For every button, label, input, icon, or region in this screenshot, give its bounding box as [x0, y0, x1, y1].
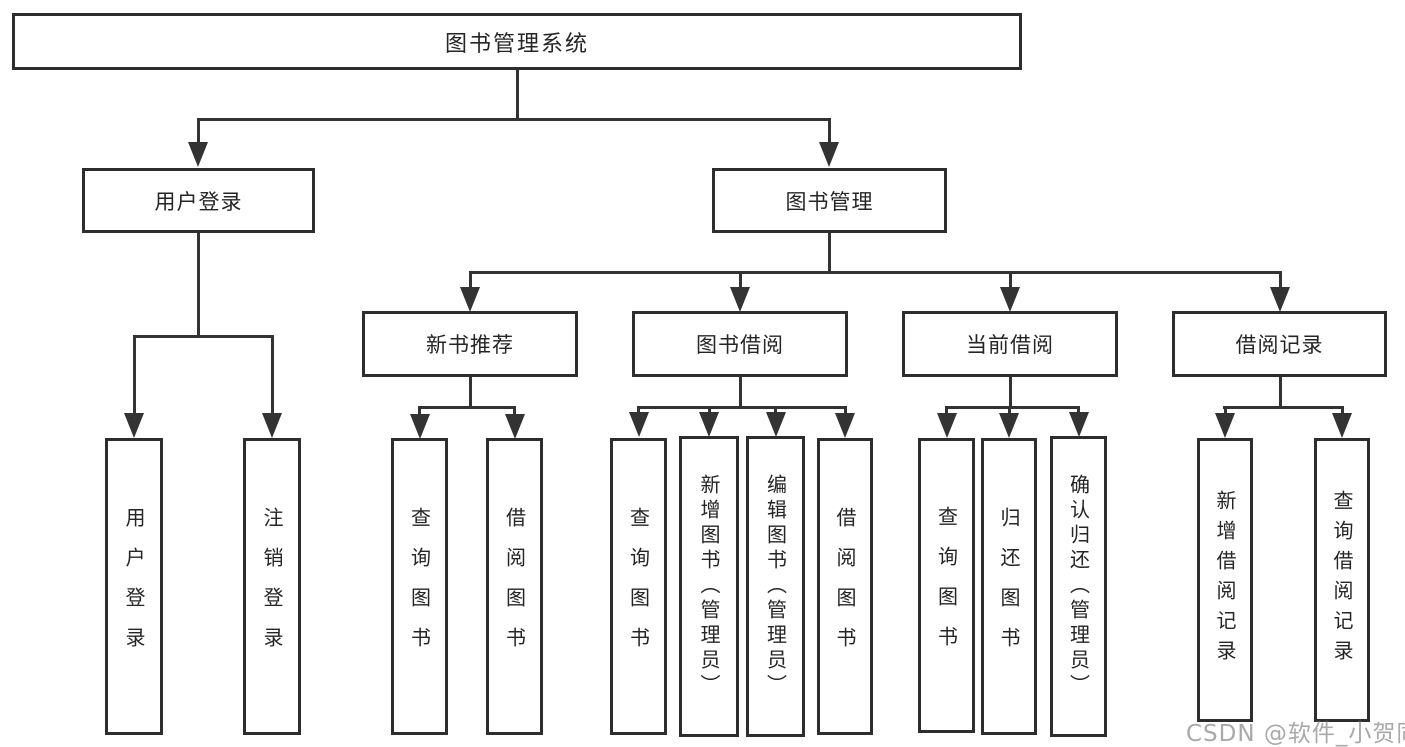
leaf-query-books-1: 查询图书	[391, 438, 448, 735]
arrow-down-icon	[188, 142, 208, 167]
arrow-down-icon	[1000, 287, 1020, 312]
leaf-query-borrow-record-label: 查询借阅记录	[1330, 490, 1354, 670]
leaf-user-login: 用户登录	[105, 438, 163, 735]
node-root-label: 图书管理系统	[444, 31, 589, 57]
leaf-query-books-3: 查询图书	[918, 438, 975, 733]
leaf-add-borrow-record: 新增借阅记录	[1197, 438, 1253, 722]
node-root: 图书管理系统	[12, 13, 1022, 70]
node-new-book-recommend-label: 新书推荐	[426, 333, 514, 357]
arrow-down-icon	[124, 413, 144, 438]
arrow-down-icon	[937, 413, 957, 438]
arrow-down-icon	[1215, 413, 1235, 438]
arrow-down-icon	[1332, 413, 1352, 438]
arrow-down-icon	[766, 412, 786, 437]
leaf-borrow-books-2: 借阅图书	[817, 438, 873, 735]
connector-line	[516, 70, 519, 120]
leaf-query-books-1-label: 查询图书	[407, 506, 432, 667]
node-book-management: 图书管理	[712, 168, 947, 233]
connector-line	[1279, 377, 1282, 408]
node-borrow-records: 借阅记录	[1172, 311, 1387, 377]
arrow-down-icon	[1069, 412, 1089, 437]
connector-line	[1224, 406, 1227, 418]
leaf-add-borrow-record-label: 新增借阅记录	[1213, 490, 1237, 670]
arrow-down-icon	[410, 414, 430, 439]
node-book-borrow: 图书借阅	[632, 311, 848, 377]
node-user-login-label: 用户登录	[154, 189, 243, 214]
connector-line	[1223, 406, 1344, 409]
node-borrow-records-label: 借阅记录	[1235, 333, 1324, 357]
node-book-management-label: 图书管理	[785, 189, 874, 214]
node-user-login: 用户登录	[82, 168, 315, 233]
leaf-borrow-books-1: 借阅图书	[486, 438, 543, 735]
connector-line	[469, 271, 472, 291]
connector-line	[197, 118, 831, 121]
leaf-logout: 注销登录	[243, 438, 301, 735]
leaf-logout-label: 注销登录	[260, 506, 284, 667]
arrow-down-icon	[999, 413, 1019, 438]
arrow-down-icon	[819, 142, 839, 167]
connector-line	[1009, 377, 1012, 408]
arrow-down-icon	[262, 413, 282, 438]
leaf-edit-book-admin: 编辑图书（管理员）	[746, 436, 805, 737]
node-new-book-recommend: 新书推荐	[362, 311, 578, 377]
arrow-down-icon	[505, 414, 525, 439]
connector-line	[945, 406, 1080, 409]
leaf-return-book-label: 归还图书	[997, 506, 1021, 667]
leaf-edit-book-admin-label: 编辑图书（管理员）	[763, 474, 788, 699]
connector-line	[1279, 271, 1282, 291]
leaf-query-books-2: 查询图书	[610, 438, 667, 735]
leaf-query-books-2-label: 查询图书	[626, 506, 651, 667]
connector-line	[828, 233, 831, 273]
connector-line	[637, 406, 847, 409]
csdn-watermark: CSDN @软件_小贺同学	[1186, 721, 1405, 747]
arrow-down-icon	[1270, 287, 1290, 312]
leaf-query-borrow-record: 查询借阅记录	[1314, 438, 1370, 722]
arrow-down-icon	[629, 412, 649, 437]
connector-line	[197, 233, 200, 337]
connector-line	[469, 377, 472, 408]
leaf-confirm-return-admin: 确认归还（管理员）	[1050, 436, 1107, 737]
leaf-return-book: 归还图书	[981, 438, 1037, 735]
connector-line	[271, 335, 274, 415]
leaf-add-book-admin: 新增图书（管理员）	[679, 436, 739, 737]
arrow-down-icon	[699, 412, 719, 437]
node-book-borrow-label: 图书借阅	[696, 333, 784, 357]
connector-line	[418, 406, 516, 409]
arrow-down-icon	[730, 287, 750, 312]
leaf-add-book-admin-label: 新增图书（管理员）	[697, 474, 721, 699]
arrow-down-icon	[835, 413, 855, 438]
node-current-borrow-label: 当前借阅	[966, 333, 1054, 357]
connector-line	[469, 271, 1282, 274]
connector-line	[1341, 406, 1344, 418]
connector-line	[739, 271, 742, 291]
leaf-confirm-return-admin-label: 确认归还（管理员）	[1066, 474, 1091, 699]
connector-line	[418, 406, 421, 418]
leaf-query-books-3-label: 查询图书	[934, 505, 959, 666]
connector-line	[513, 406, 516, 418]
connector-line	[739, 377, 742, 408]
leaf-borrow-books-1-label: 借阅图书	[502, 506, 527, 667]
connector-line	[133, 335, 136, 415]
leaf-borrow-books-2-label: 借阅图书	[833, 506, 857, 667]
connector-line	[197, 118, 200, 145]
leaf-user-login-label: 用户登录	[122, 506, 146, 667]
connector-line	[844, 406, 847, 418]
node-current-borrow: 当前借阅	[902, 311, 1118, 377]
arrow-down-icon	[460, 287, 480, 312]
connector-line	[1009, 271, 1012, 291]
connector-line	[133, 335, 274, 338]
connector-line	[1008, 406, 1011, 418]
connector-line	[945, 406, 948, 418]
connector-line	[828, 118, 831, 145]
